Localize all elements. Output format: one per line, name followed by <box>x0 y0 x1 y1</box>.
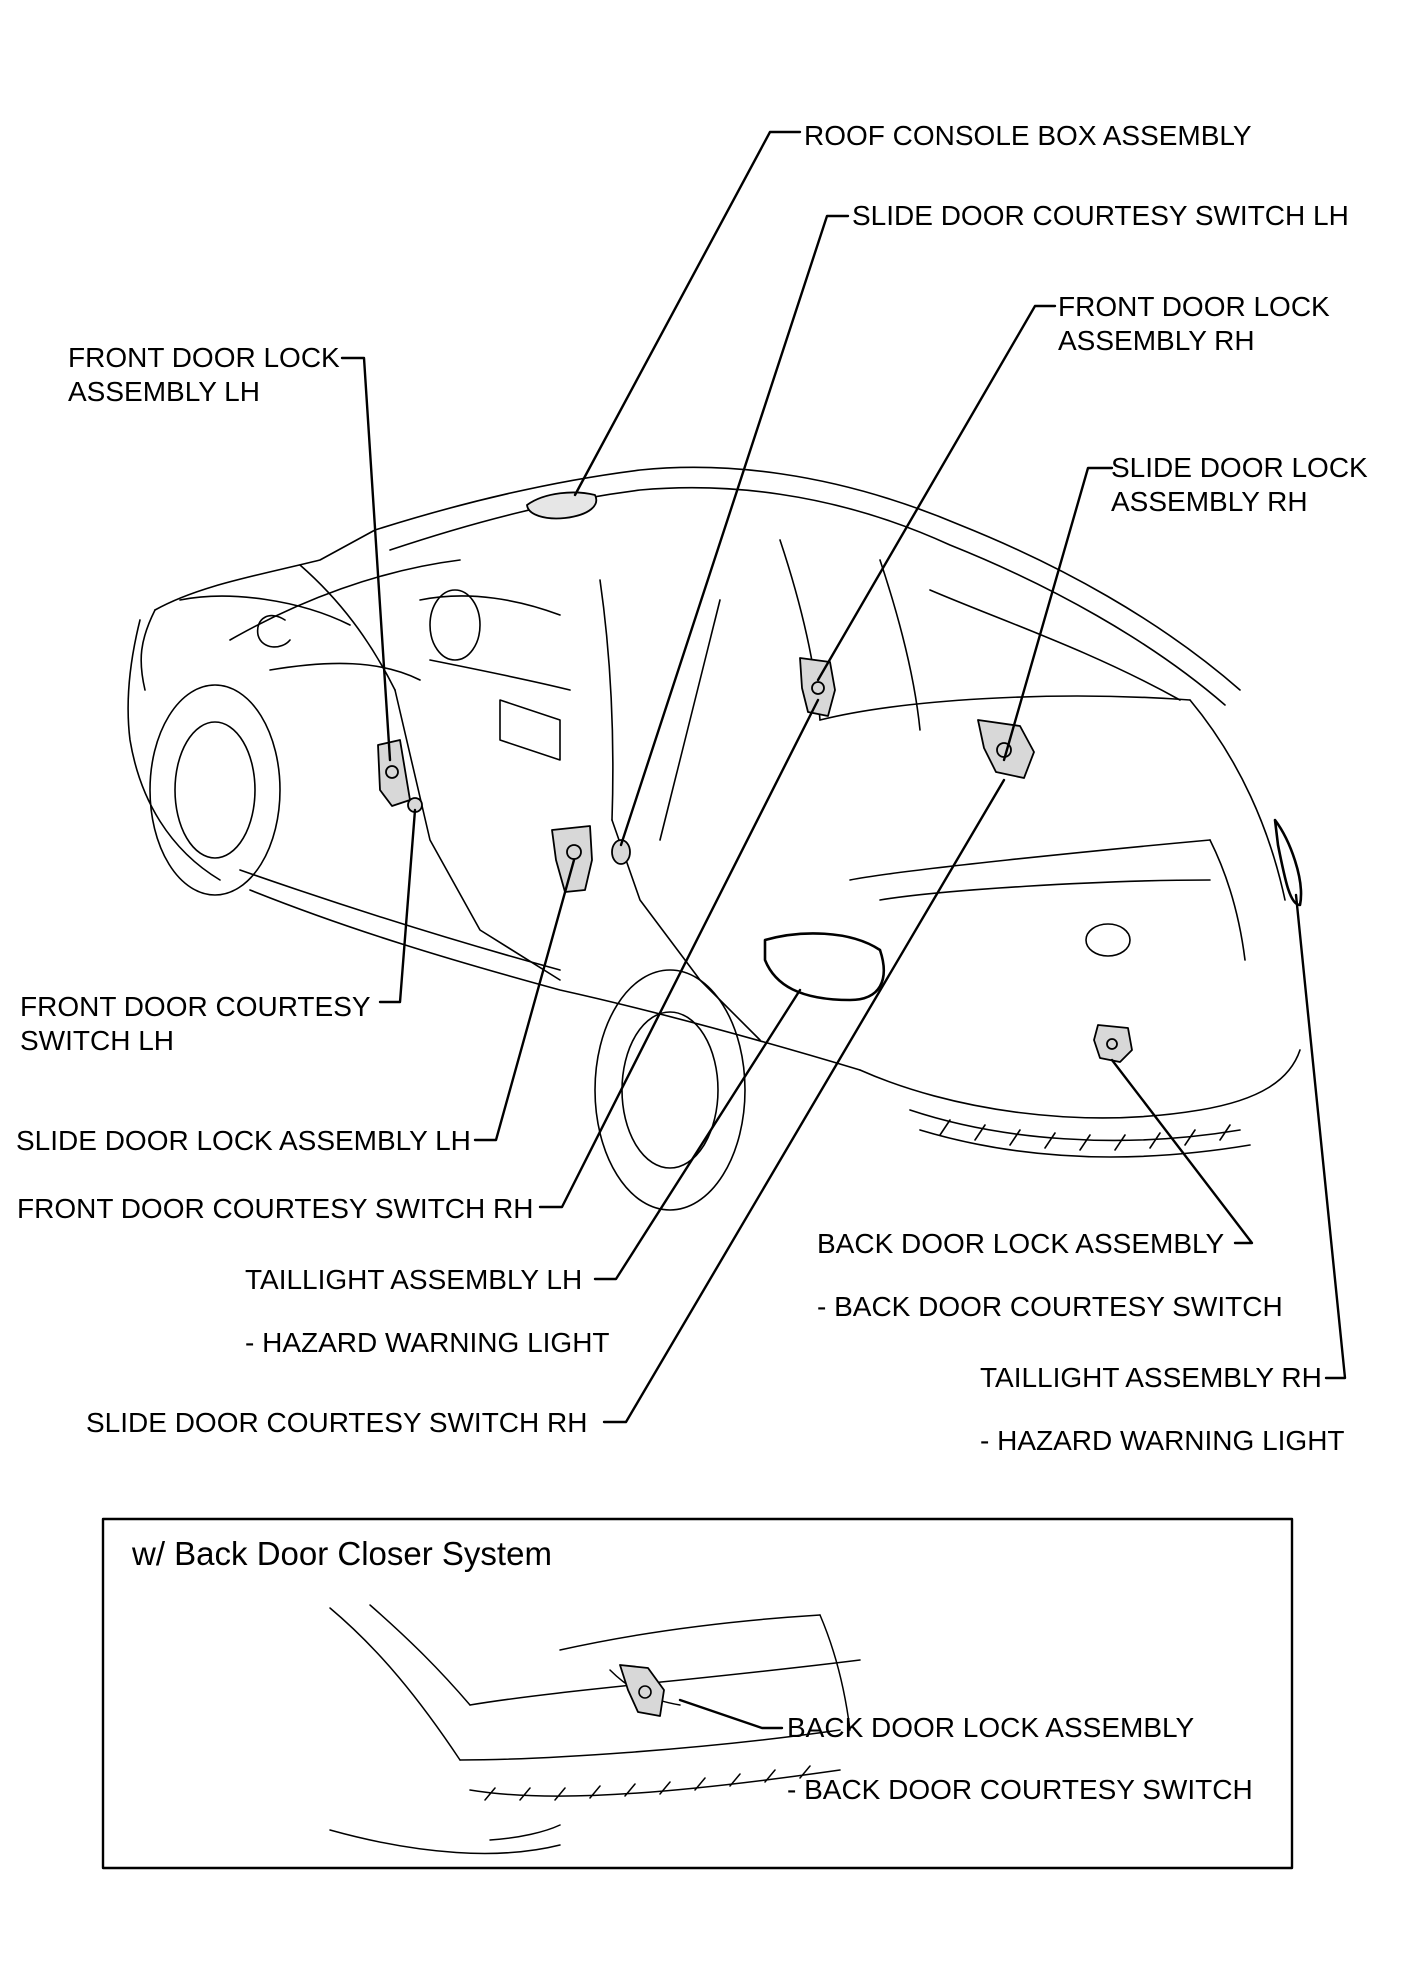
label-line: FRONT DOOR LOCK <box>1058 291 1330 322</box>
leader-lines <box>340 130 1347 1424</box>
label-line: FRONT DOOR COURTESY <box>20 991 371 1022</box>
label-line: ASSEMBLY RH <box>1111 486 1308 517</box>
label-back-door-lock-assembly: BACK DOOR LOCK ASSEMBLY <box>817 1228 1225 1259</box>
label-line: ASSEMBLY LH <box>68 376 260 407</box>
label-line: SLIDE DOOR LOCK <box>1111 452 1368 483</box>
leader-front-lock-lh <box>340 356 392 762</box>
label-slide-door-lock-assembly-lh: SLIDE DOOR LOCK ASSEMBLY LH <box>16 1125 471 1156</box>
leader-back-lock <box>1110 1058 1254 1245</box>
label-taillight-assembly-lh: TAILLIGHT ASSEMBLY LH <box>245 1264 583 1295</box>
leader-roof-console <box>573 130 802 497</box>
label-hazard-warning-light-rh: - HAZARD WARNING LIGHT <box>980 1425 1345 1456</box>
leader-slide-lock-lh <box>473 858 576 1142</box>
leader-slide-lock-rh <box>1002 466 1114 762</box>
leader-front-courtesy-lh <box>378 808 417 1004</box>
label-taillight-assembly-rh: TAILLIGHT ASSEMBLY RH <box>980 1362 1322 1393</box>
leader-front-lock-rh <box>816 304 1057 682</box>
label-slide-door-courtesy-switch-rh: SLIDE DOOR COURTESY SWITCH RH <box>86 1407 588 1438</box>
inset-label-back-door-courtesy-switch: - BACK DOOR COURTESY SWITCH <box>787 1774 1253 1805</box>
leader-inset-back-lock <box>678 1698 784 1730</box>
leader-taillight-lh <box>593 988 802 1281</box>
label-roof-console-box-assembly: ROOF CONSOLE BOX ASSEMBLY <box>804 120 1252 151</box>
inset-label-back-door-lock-assembly: BACK DOOR LOCK ASSEMBLY <box>787 1712 1195 1743</box>
component-parts <box>377 491 1133 1063</box>
label-hazard-warning-light-lh: - HAZARD WARNING LIGHT <box>245 1327 610 1358</box>
leader-slide-courtesy-rh <box>602 778 1006 1424</box>
leader-front-courtesy-rh <box>538 698 820 1209</box>
inset-title: w/ Back Door Closer System <box>132 1535 552 1572</box>
label-back-door-courtesy-switch: - BACK DOOR COURTESY SWITCH <box>817 1291 1283 1322</box>
label-line: ASSEMBLY RH <box>1058 325 1255 356</box>
label-slide-door-lock-assembly-rh: SLIDE DOOR LOCK ASSEMBLY RH <box>1111 451 1368 519</box>
leader-slide-courtesy-lh <box>619 214 850 847</box>
label-front-door-courtesy-switch-lh: FRONT DOOR COURTESY SWITCH LH <box>20 990 371 1058</box>
inset-drawing <box>101 1517 1294 1870</box>
label-slide-door-courtesy-switch-lh: SLIDE DOOR COURTESY SWITCH LH <box>852 200 1349 231</box>
label-front-door-courtesy-switch-rh: FRONT DOOR COURTESY SWITCH RH <box>17 1193 534 1224</box>
leader-taillight-rh <box>1294 893 1347 1380</box>
label-front-door-lock-assembly-lh: FRONT DOOR LOCK ASSEMBLY LH <box>68 341 340 409</box>
label-front-door-lock-assembly-rh: FRONT DOOR LOCK ASSEMBLY RH <box>1058 290 1330 358</box>
label-line: FRONT DOOR LOCK <box>68 342 340 373</box>
label-line: SWITCH LH <box>20 1025 174 1056</box>
vehicle-body <box>127 466 1303 1211</box>
